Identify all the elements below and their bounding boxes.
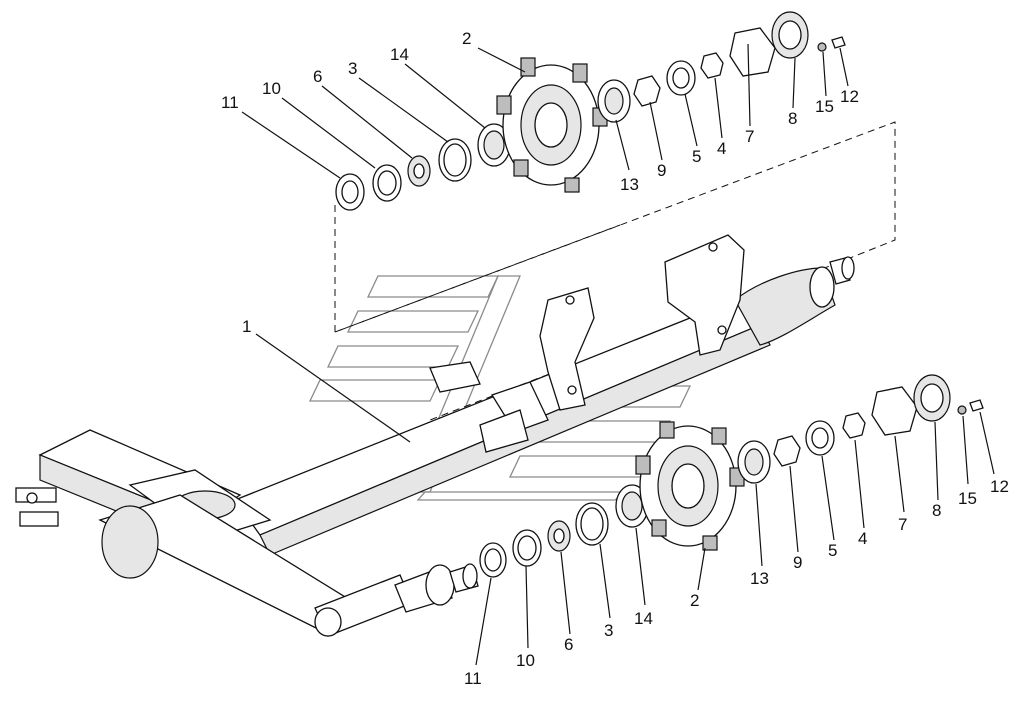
top-gasket-7 [729, 27, 776, 77]
callout-bottom-5: 5 [828, 541, 837, 560]
top-washer-15 [817, 42, 827, 52]
bottom-hub-2 [635, 421, 745, 551]
callout-bottom-4: 4 [858, 529, 867, 548]
callout-top-10: 10 [262, 79, 281, 98]
callout-top-11: 11 [221, 93, 239, 112]
callout-bottom-12: 12 [990, 477, 1009, 496]
bottom-nut-4 [842, 412, 866, 439]
callout-bottom-9: 9 [793, 553, 802, 572]
top-nut-4 [700, 52, 724, 79]
top-hub-2 [496, 57, 608, 193]
callout-top-15: 15 [815, 97, 834, 116]
bottom-bolt-12 [969, 399, 984, 412]
bottom-hub-assembly [479, 374, 984, 578]
callout-bottom-10: 10 [516, 651, 535, 670]
callout-bottom-8: 8 [932, 501, 941, 520]
top-bolt-12 [831, 36, 846, 49]
callout-bottom-15: 15 [958, 489, 977, 508]
callout-bottom-3: 3 [604, 621, 613, 640]
callout-bottom-2: 2 [690, 591, 699, 610]
callout-1: 1 [242, 317, 251, 336]
callout-bottom-7: 7 [898, 515, 907, 534]
callout-top-6: 6 [313, 67, 322, 86]
callout-top-14: 14 [390, 45, 409, 64]
bottom-washer-15 [957, 405, 967, 415]
callout-top-12: 12 [840, 87, 859, 106]
callout-labels: 2 14 3 6 10 11 13 9 5 4 7 8 15 12 1 11 1… [221, 29, 1009, 688]
callout-top-9: 9 [657, 161, 666, 180]
callout-top-2: 2 [462, 29, 471, 48]
bottom-gasket-7 [871, 386, 918, 436]
callout-bottom-13: 13 [750, 569, 769, 588]
callout-top-5: 5 [692, 147, 701, 166]
callout-top-7: 7 [745, 127, 754, 146]
callout-top-3: 3 [348, 59, 357, 78]
callout-top-8: 8 [788, 109, 797, 128]
top-nut-9 [633, 75, 661, 107]
callout-bottom-11: 11 [464, 669, 482, 688]
bottom-nut-9 [773, 435, 801, 467]
callout-top-4: 4 [717, 139, 726, 158]
callout-top-13: 13 [620, 175, 639, 194]
leader-lines [241, 43, 995, 666]
top-hub-assembly [335, 11, 846, 211]
callout-bottom-14: 14 [634, 609, 653, 628]
axle-beam [15, 234, 855, 637]
callout-bottom-6: 6 [564, 635, 573, 654]
